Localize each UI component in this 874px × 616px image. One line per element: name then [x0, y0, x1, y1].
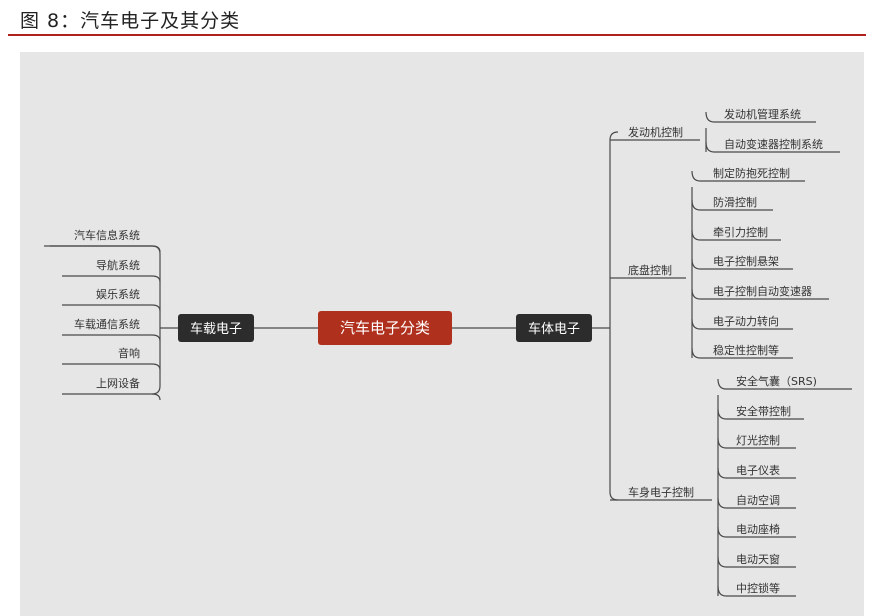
right-leaf-line-1-6	[691, 347, 793, 359]
right-leaf-2-6: 电动天窗	[736, 552, 780, 566]
left-leaf-3: 车载通信系统	[74, 317, 140, 331]
right-leaf-line-1-2	[691, 229, 781, 241]
right-leaf-2-0: 安全气囊（SRS)	[736, 374, 817, 388]
right-leaf-1-3: 电子控制悬架	[713, 254, 779, 268]
right-group-0: 发动机控制	[628, 125, 683, 139]
right-leaf-line-2-4	[717, 497, 796, 509]
right-leaf-line-2-3	[717, 467, 796, 479]
left-leaf-line	[62, 275, 161, 283]
right-leaf-line-1-0	[691, 170, 805, 182]
right-leaf-line-2-5	[717, 526, 796, 538]
right-leaf-line-1-1	[691, 199, 773, 211]
right-leaf-line-1-3	[691, 258, 793, 270]
right-leaf-line-0-0	[705, 111, 816, 123]
right-leaf-2-3: 电子仪表	[736, 463, 780, 477]
right-leaf-2-4: 自动空调	[736, 493, 780, 507]
right-leaf-line-1-5	[691, 318, 793, 330]
right-leaf-1-1: 防滑控制	[713, 195, 757, 209]
right-node-box	[516, 314, 592, 342]
right-leaf-line-0-1	[705, 141, 840, 153]
right-leaf-line-2-6	[717, 556, 796, 568]
right-leaf-0-1: 自动变速器控制系统	[724, 137, 823, 151]
right-leaf-1-2: 牵引力控制	[713, 225, 768, 239]
right-leaf-2-2: 灯光控制	[736, 433, 780, 447]
right-group-1: 底盘控制	[628, 263, 672, 277]
right-leaf-0-0: 发动机管理系统	[724, 107, 801, 121]
right-leaf-line-2-7	[717, 585, 796, 597]
left-leaf-5: 上网设备	[96, 376, 140, 390]
left-leaf-2: 娱乐系统	[96, 287, 140, 301]
root-node-label: 汽车电子分类	[340, 319, 430, 337]
left-node-box	[178, 314, 254, 342]
right-leaf-line-1-4	[691, 288, 829, 300]
right-leaf-2-1: 安全带控制	[736, 404, 791, 418]
right-leaf-2-5: 电动座椅	[736, 522, 780, 536]
left-node: 车载电子	[178, 314, 254, 342]
left-leaf-0: 汽车信息系统	[74, 228, 140, 242]
right-group-2: 车身电子控制	[628, 485, 694, 499]
figure-title: 图 8：汽车电子及其分类	[20, 10, 241, 32]
left-leaf-line	[62, 304, 161, 312]
right-leaf-1-6: 稳定性控制等	[713, 343, 779, 357]
left-leaf-line	[62, 393, 161, 401]
right-leaf-1-5: 电子动力转向	[713, 314, 779, 328]
left-leaf-line	[62, 363, 161, 371]
right-node: 车体电子	[516, 314, 592, 342]
left-node-label: 车载电子	[190, 321, 242, 337]
right-leaf-line-2-0	[717, 378, 852, 390]
right-leaf-line-2-1	[717, 408, 804, 420]
title-divider	[8, 34, 866, 36]
left-leaf-1: 导航系统	[96, 258, 140, 272]
left-leaf-line	[50, 245, 161, 253]
right-leaf-2-7: 中控锁等	[736, 581, 780, 595]
right-leaf-1-4: 电子控制自动变速器	[713, 284, 812, 298]
right-spine	[609, 131, 619, 501]
mindmap-canvas: 汽车信息系统导航系统娱乐系统车载通信系统音响上网设备 发动机控制 发动机管理系统自动…	[20, 52, 864, 616]
right-node-label: 车体电子	[528, 321, 580, 337]
root-node-box	[318, 311, 452, 345]
right-leaf-1-0: 制定防抱死控制	[713, 166, 790, 180]
left-leaf-line	[62, 334, 161, 342]
left-leaf-4: 音响	[118, 346, 140, 360]
root-node: 汽车电子分类	[318, 311, 452, 345]
right-leaf-line-2-2	[717, 437, 796, 449]
